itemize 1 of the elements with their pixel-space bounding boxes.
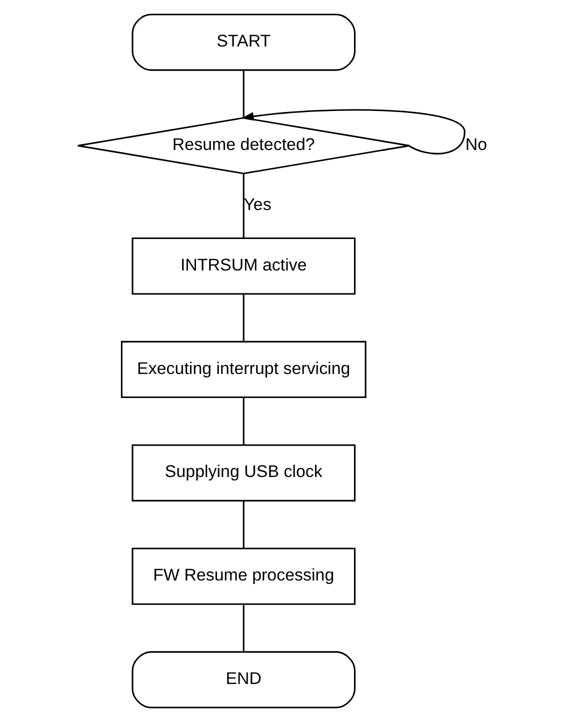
edge-label: No [465, 135, 488, 154]
